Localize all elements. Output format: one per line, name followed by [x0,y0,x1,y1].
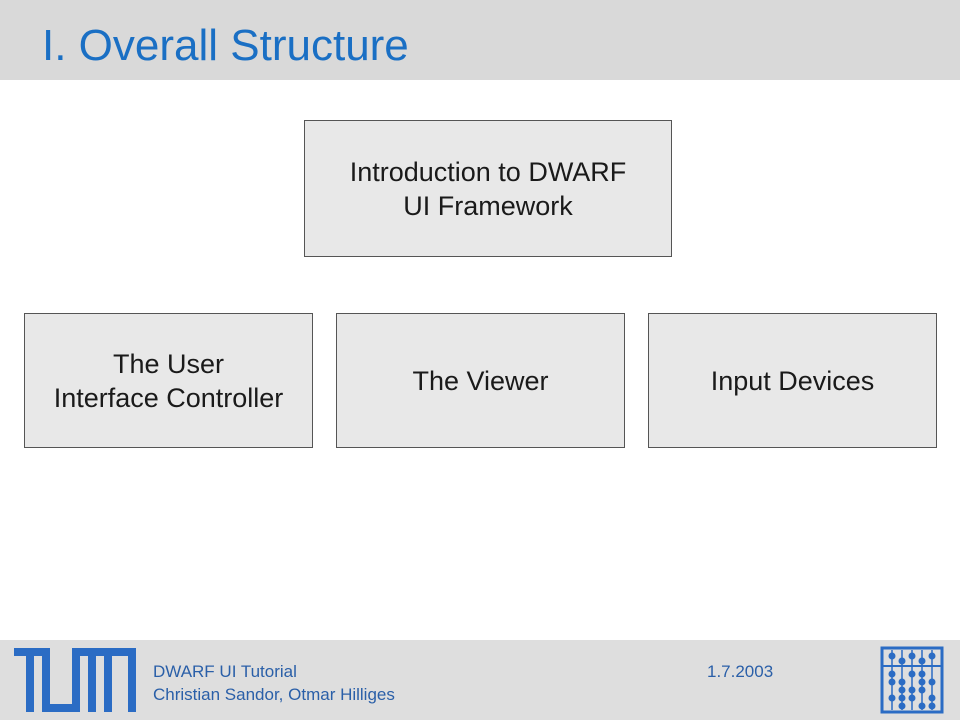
footer-course: DWARF UI Tutorial [153,662,297,681]
footer-bar [0,640,960,720]
title-bar [0,0,960,80]
diagram-box-root: Introduction to DWARF UI Framework [304,120,672,257]
diagram-box-ui-controller: The User Interface Controller [24,313,313,448]
abacus-logo-icon [880,646,944,714]
diagram-box-ui-controller-label: The User Interface Controller [53,348,284,413]
diagram-box-input-devices: Input Devices [648,313,937,448]
footer-date: 1.7.2003 [707,662,774,681]
diagram-box-viewer-label: The Viewer [412,365,549,396]
slide-title: I. Overall Structure [42,21,409,70]
footer-authors: Christian Sandor, Otmar Hilliges [153,685,395,704]
tum-logo-icon [14,648,136,712]
diagram-box-root-label: Introduction to DWARF UI Framework [349,156,627,221]
diagram-box-viewer: The Viewer [336,313,625,448]
diagram-box-input-devices-label: Input Devices [710,365,875,396]
